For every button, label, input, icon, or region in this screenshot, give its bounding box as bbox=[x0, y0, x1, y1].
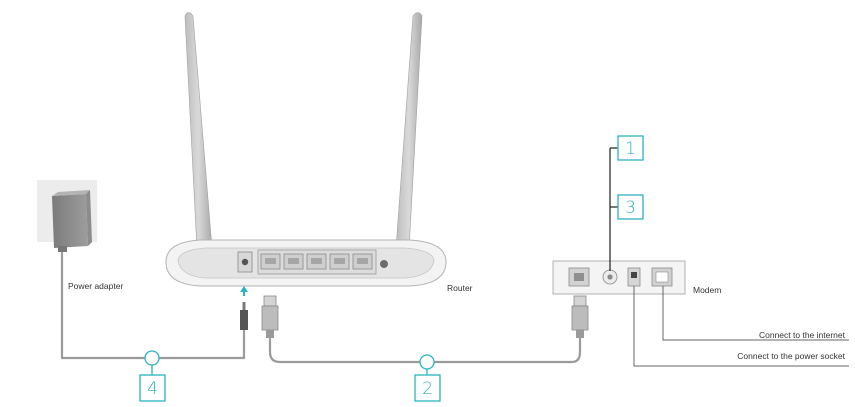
connect-internet-label: Connect to the internet bbox=[759, 330, 846, 340]
step-number-3: 3 bbox=[625, 198, 636, 218]
router-antenna-left bbox=[184, 12, 213, 250]
step-badge-3: 3 bbox=[617, 194, 644, 220]
step-leader-modem bbox=[609, 147, 618, 271]
ethernet-plug-router bbox=[261, 295, 279, 338]
step-number-2: 2 bbox=[422, 379, 433, 399]
modem-leader-lines bbox=[633, 286, 849, 367]
connect-power-socket-label: Connect to the power socket bbox=[737, 351, 845, 361]
step-badge-1: 1 bbox=[617, 135, 644, 161]
power-adapter-label: Power adapter bbox=[68, 281, 123, 291]
power-adapter bbox=[37, 180, 97, 252]
router-antenna-right bbox=[395, 12, 423, 250]
modem-label: Modem bbox=[693, 285, 721, 295]
ethernet-plug-modem bbox=[571, 295, 589, 338]
step-number-1: 1 bbox=[625, 139, 636, 159]
step-badge-2: 2 bbox=[414, 354, 441, 402]
step-number-4: 4 bbox=[147, 379, 158, 399]
modem bbox=[552, 260, 686, 295]
step-badge-4: 4 bbox=[139, 350, 166, 402]
power-plug bbox=[240, 286, 248, 330]
router-label: Router bbox=[447, 283, 473, 293]
router-body bbox=[165, 239, 447, 287]
